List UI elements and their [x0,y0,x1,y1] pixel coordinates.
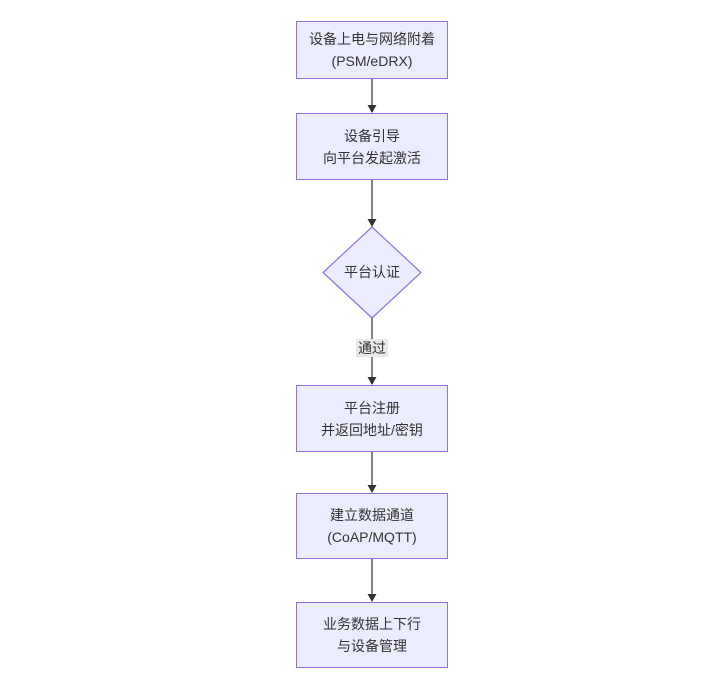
node-business-data: 业务数据上下行 与设备管理 [296,602,448,668]
node-label-line: 设备上电与网络附着 [309,31,435,47]
node-data-channel: 建立数据通道 (CoAP/MQTT) [296,493,448,559]
node-label-line: 并返回地址/密钥 [321,421,423,438]
node-label-line: 与设备管理 [337,638,407,654]
arrowhead-a-b [367,105,377,113]
node-platform-register: 平台注册 并返回地址/密钥 [296,385,448,452]
node-power-network-attach: 设备上电与网络附着 (PSM/eDRX) [296,21,448,79]
node-label-line: (CoAP/MQTT) [327,529,417,545]
arrowhead-b-c [367,219,377,227]
node-label-line: 向平台发起激活 [323,149,421,166]
node-label-line: 平台注册 [344,399,400,416]
arrowhead-c-d [367,377,377,385]
node-label-line: 业务数据上下行 [323,616,421,632]
edge-label-pass: 通过 [356,339,388,357]
node-platform-auth-label: 平台认证 [344,264,400,280]
arrowhead-d-e [367,485,377,493]
node-label-line: 建立数据通道 [330,507,414,523]
arrowhead-e-f [367,594,377,602]
node-label-line: (PSM/eDRX) [331,53,413,69]
node-label-line: 设备引导 [344,127,400,144]
node-device-bootstrap: 设备引导 向平台发起激活 [296,113,448,180]
